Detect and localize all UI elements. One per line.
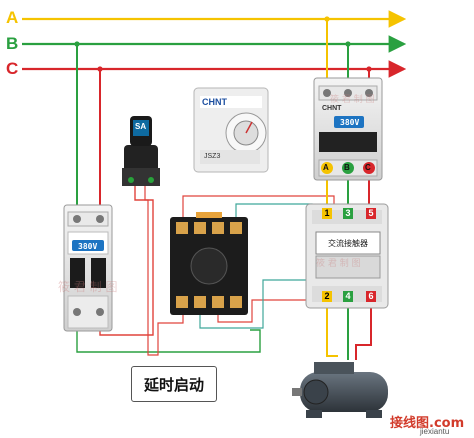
contactor-terminal-2: 2 bbox=[322, 291, 332, 302]
wire-control-green bbox=[76, 329, 261, 353]
wire-timer-aux bbox=[199, 279, 310, 329]
watermark-contactor: 筱 君 制 图 bbox=[316, 259, 361, 269]
diagram-caption: 延时启动 bbox=[131, 366, 217, 402]
contactor[interactable] bbox=[305, 203, 389, 309]
junction-b bbox=[345, 41, 351, 47]
timer-model: JSZ3 bbox=[204, 153, 221, 160]
contactor-title: 交流接触器 bbox=[328, 239, 368, 248]
site-name: 接线图.com bbox=[390, 416, 465, 431]
junction-c-control bbox=[97, 66, 103, 72]
wire-c-motor bbox=[355, 303, 372, 360]
site-url: jiexiantu bbox=[420, 427, 450, 436]
phase-a-label: A bbox=[6, 8, 19, 27]
main-breaker[interactable] bbox=[313, 77, 383, 181]
contactor-terminal-5: 5 bbox=[366, 208, 376, 219]
control-breaker[interactable] bbox=[63, 204, 113, 332]
control-breaker-rating: 380V bbox=[78, 242, 98, 251]
contactor-terminal-6: 6 bbox=[366, 291, 376, 302]
junction-b-control bbox=[74, 41, 80, 47]
contactor-terminal-3: 3 bbox=[343, 208, 353, 219]
phase-c-label: C bbox=[6, 59, 19, 78]
wire-control-red bbox=[99, 183, 154, 336]
selector-switch[interactable] bbox=[122, 116, 160, 186]
phase-b-label: B bbox=[6, 34, 19, 53]
main-terminal-b: B bbox=[344, 163, 350, 172]
junction-c bbox=[366, 66, 372, 72]
main-terminal-a: A bbox=[323, 163, 329, 172]
main-breaker-rating: 380V bbox=[340, 118, 360, 127]
timer-brand: CHNT bbox=[202, 97, 227, 107]
relay-socket bbox=[170, 212, 248, 315]
wire-switch-timer bbox=[144, 183, 184, 356]
contactor-terminal-4: 4 bbox=[343, 291, 353, 302]
main-breaker-brand: CHNT bbox=[322, 105, 342, 112]
junction-a bbox=[324, 16, 330, 22]
wire-a-motor bbox=[326, 303, 338, 357]
watermark-breaker: 筱 君 制 图 bbox=[58, 280, 118, 294]
motor bbox=[292, 362, 388, 418]
watermark-main: 筱 君 制 图 bbox=[330, 95, 375, 105]
time-relay[interactable] bbox=[193, 87, 269, 173]
main-terminal-c: C bbox=[365, 163, 371, 172]
contactor-terminal-1: 1 bbox=[322, 208, 332, 219]
switch-label: SA bbox=[135, 122, 147, 131]
